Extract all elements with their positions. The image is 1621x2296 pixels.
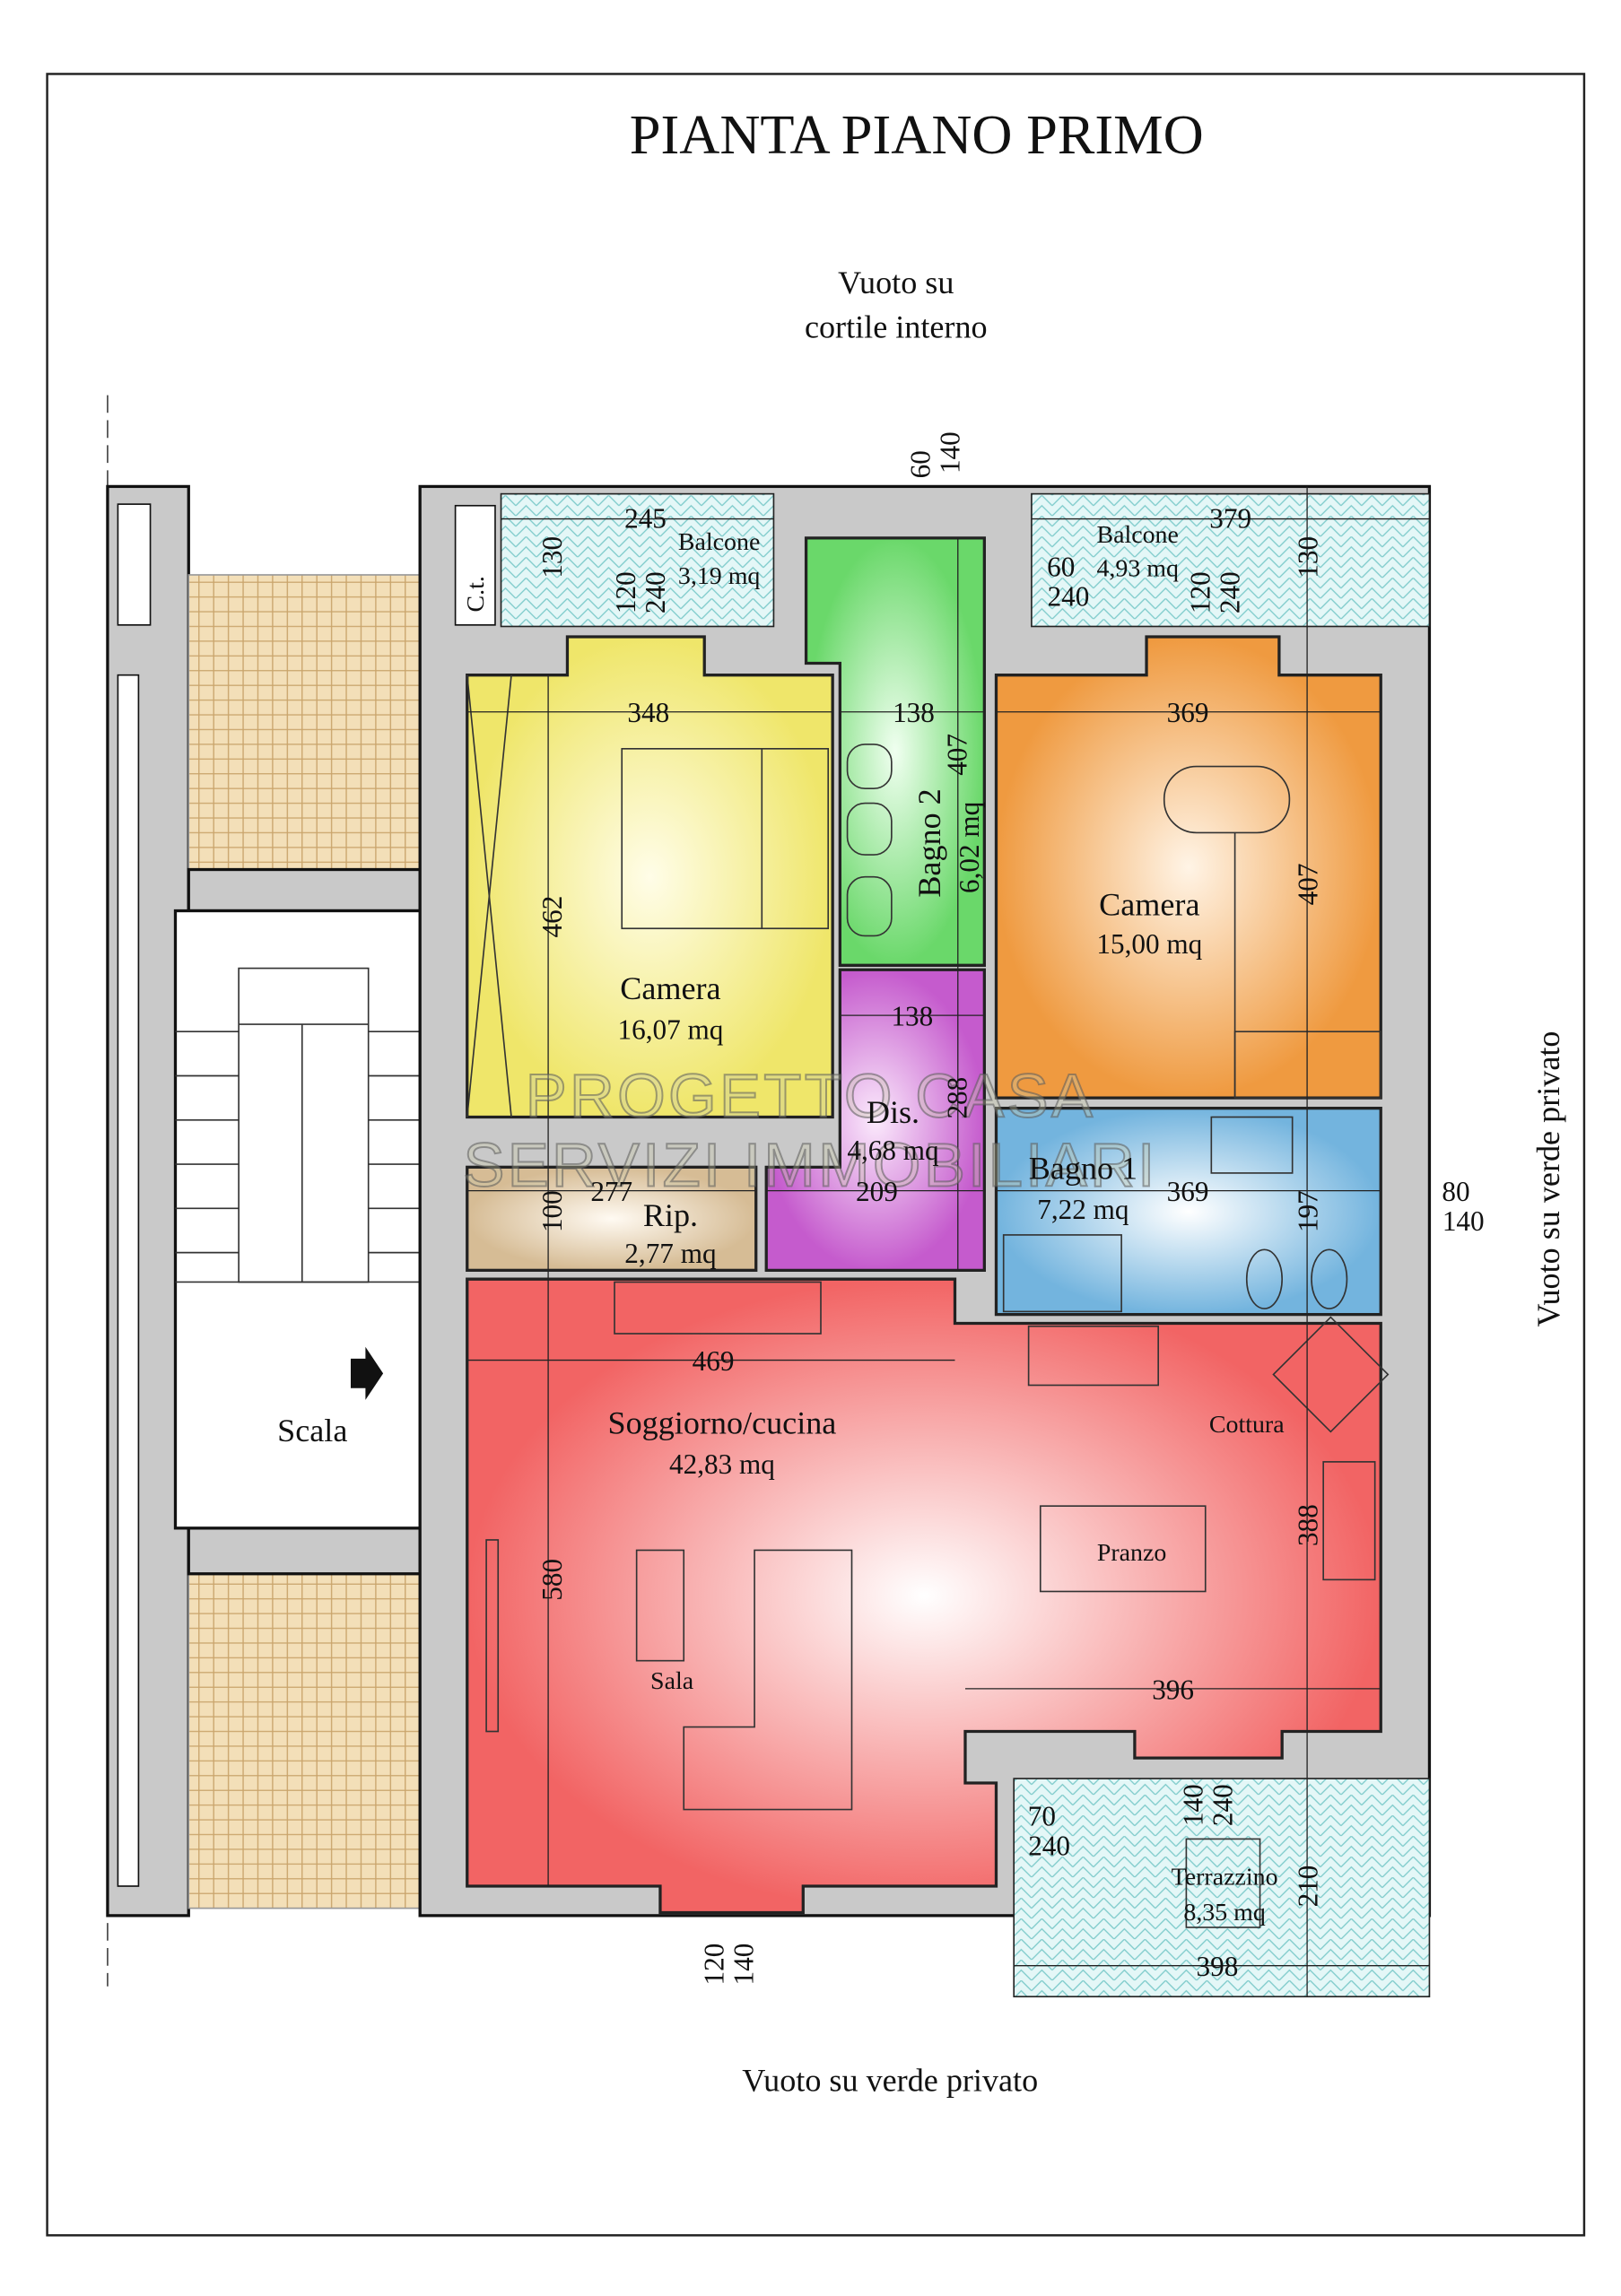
dimension: 240 [1048,580,1090,612]
room-area-balcone-1: 3,19 mq [678,562,761,590]
dimension: 120 [1185,571,1216,613]
dimension: 120 [610,571,641,613]
room-label-balcone-2: Balcone [1096,521,1178,549]
dimension: 60 [1047,552,1075,583]
room-camera-2 [994,635,1382,1100]
ct-box [454,504,496,626]
dimension: 348 [627,697,669,728]
dimension: 240 [640,571,671,613]
dimension: 120 [699,1944,730,1986]
furniture [466,674,1390,1928]
dimension: 580 [536,1559,568,1601]
dimension: 130 [536,536,568,578]
dimension: 80 [1442,1176,1469,1207]
dimension: 197 [1293,1190,1324,1232]
dimension: 469 [693,1345,735,1377]
room-bagno-2 [804,536,986,967]
stair-block [173,909,433,1530]
room-label-rip: Rip. [643,1197,698,1233]
room-label-bagno-2: Bagno 2 [911,788,947,897]
dimension: 140 [1442,1205,1485,1237]
dimension: 245 [624,502,667,534]
note-bottom: Vuoto su verde privato [742,2062,1038,2098]
entrance-arrow-icon [350,1346,384,1400]
room-label-camera-1: Camera [620,970,720,1006]
note-top-1: Vuoto su [838,265,954,300]
balcone-2-area [1031,492,1431,628]
room-label-terrazzino: Terrazzino [1172,1863,1278,1891]
dimension: 209 [856,1176,898,1207]
room-area-soggiorno: 42,83 mq [669,1448,775,1480]
dimension-lines [466,486,1430,1997]
dimension: 70 [1028,1801,1056,1832]
room-label-balcone-1: Balcone [678,528,760,556]
dimension: 140 [728,1944,759,1986]
room-area-balcone-2: 4,93 mq [1096,555,1179,583]
dimension-labels: 245 130 120 240 60 140 379 60 240 120 24… [536,431,1485,1985]
room-label-sala: Sala [650,1667,693,1695]
dimension: 210 [1293,1866,1324,1908]
dimension: 288 [942,1077,973,1119]
watermark-line-1: PROGETTO CASA [526,1062,1096,1131]
room-camera-1 [466,635,834,1119]
dimension: 130 [1293,536,1324,578]
room-area-camera-2: 15,00 mq [1096,928,1202,960]
room-label-cottura: Cottura [1209,1411,1285,1439]
dimension: 240 [1028,1831,1070,1862]
room-label-bagno-1: Bagno 1 [1029,1150,1137,1186]
room-dis [764,968,986,1272]
dimension: 462 [536,896,568,938]
room-label-scala: Scala [277,1413,347,1448]
room-area-rip: 2,77 mq [624,1238,717,1269]
patio-bottom [187,1572,421,1909]
plan-title: PIANTA PIANO PRIMO [630,103,1204,166]
room-soggiorno [466,1277,1382,1915]
dimension: 240 [1207,1784,1238,1826]
dimension: 379 [1209,502,1251,534]
balcone-1-area [500,492,775,628]
dimension: 138 [891,1001,933,1032]
dimension: 140 [1177,1784,1208,1826]
room-label-ct: C.t. [462,576,490,612]
room-area-bagno-2: 6,02 mq [954,801,985,893]
dimension: 140 [934,431,965,474]
dimension: 240 [1215,571,1246,613]
room-area-camera-1: 16,07 mq [617,1013,723,1045]
dimension: 398 [1196,1951,1238,1982]
dimension: 407 [942,734,973,776]
patio-top [187,574,421,871]
room-bagno-1 [994,1107,1382,1317]
dimension: 60 [905,450,937,478]
room-label-dis: Dis. [867,1094,919,1130]
dimension: 277 [590,1176,632,1207]
room-rip [466,1165,758,1272]
dimension: 396 [1152,1674,1194,1705]
dimension: 100 [536,1190,568,1232]
dimension: 138 [893,697,935,728]
dimension: 369 [1167,1176,1209,1207]
dimension: 369 [1167,697,1209,728]
watermark-line-2: SERVIZI IMMOBILIARI [463,1131,1157,1200]
page-border [46,73,1586,2237]
room-label-camera-2: Camera [1099,886,1199,922]
terrazzino-area [1013,1778,1431,1998]
room-label-pranzo: Pranzo [1097,1539,1167,1567]
dimension: 407 [1293,864,1324,906]
room-area-terrazzino: 8,35 mq [1183,1899,1266,1926]
room-area-bagno-1: 7,22 mq [1037,1194,1129,1225]
dimension: 388 [1293,1504,1324,1546]
note-top-2: cortile interno [805,309,988,345]
note-right: Vuoto su verde privato [1530,1031,1566,1327]
room-label-soggiorno: Soggiorno/cucina [608,1405,837,1441]
room-area-dis: 4,68 mq [847,1135,939,1166]
